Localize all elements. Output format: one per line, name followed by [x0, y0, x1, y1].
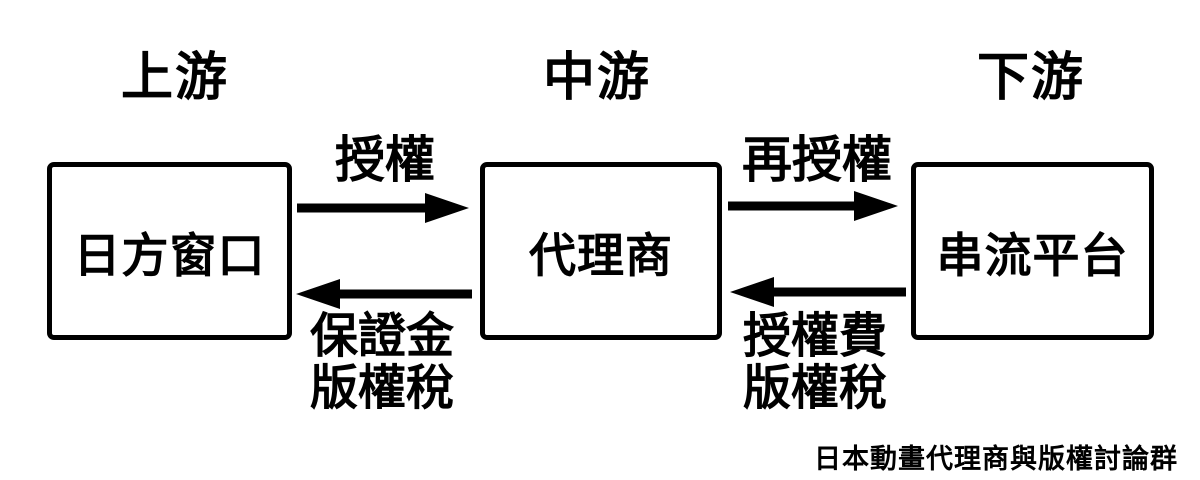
flow-label-deposit-royalty: 保證金 版權稅 [310, 311, 454, 415]
flow-label-line: 再授權 [742, 132, 892, 188]
flow-label-line: 授權費 [742, 310, 888, 363]
node-agent: 代理商 [480, 162, 722, 340]
node-agent-label: 代理商 [529, 228, 673, 282]
column-header-upstream: 上游 [120, 49, 230, 107]
flow-label-sublicense: 再授權 [742, 133, 892, 187]
node-streaming-platform: 串流平台 [911, 162, 1154, 340]
column-header-downstream: 下游 [976, 49, 1086, 107]
left-arrow-icon [730, 277, 906, 307]
node-streaming-platform-label: 串流平台 [936, 228, 1129, 282]
left-arrow-icon [296, 279, 472, 309]
flow-label-line: 保證金 [309, 310, 455, 363]
node-japan-licensor-label: 日方窗口 [73, 228, 266, 282]
flow-label-line: 授權 [335, 132, 435, 188]
flow-label-line: 版權稅 [309, 361, 455, 415]
diagram-caption: 日本動畫代理商與版權討論群 [814, 444, 1178, 474]
column-header-midstream: 中游 [542, 49, 652, 107]
flow-label-licensefee-royalty: 授權費 版權稅 [743, 311, 887, 415]
node-japan-licensor: 日方窗口 [47, 162, 292, 340]
right-arrow-icon [728, 191, 898, 221]
right-arrow-icon [297, 193, 469, 223]
flow-label-line: 版權稅 [742, 361, 888, 415]
flow-label-license: 授權 [335, 133, 435, 187]
